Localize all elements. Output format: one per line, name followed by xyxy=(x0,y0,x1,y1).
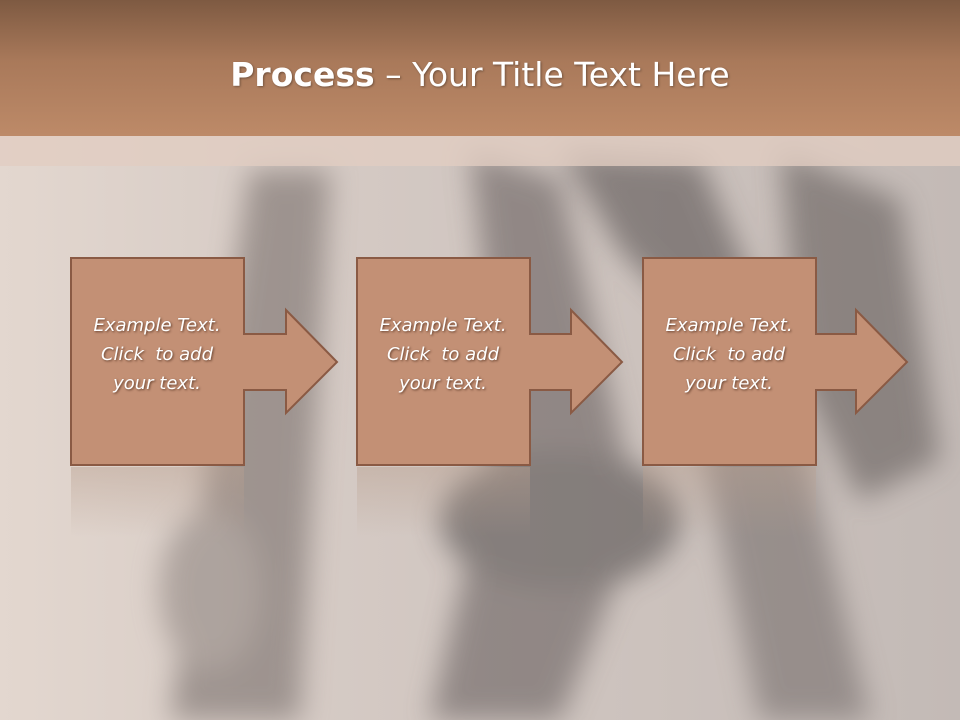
step-shape-3[interactable] xyxy=(642,257,909,466)
step-line: your text. xyxy=(113,373,201,394)
step-reflection-1 xyxy=(71,467,244,537)
step-line: Click to add xyxy=(100,344,213,365)
step-reflection-3 xyxy=(643,467,816,537)
step-line: your text. xyxy=(685,373,773,394)
step-reflection-2 xyxy=(357,467,530,537)
step-line: Click to add xyxy=(386,344,499,365)
title-bold: Process xyxy=(230,55,375,94)
step-shape-1[interactable] xyxy=(70,257,339,466)
step-text-1[interactable]: Example Text. Click to add your text. xyxy=(71,311,243,398)
title-rest: – Your Title Text Here xyxy=(374,55,730,94)
reflections xyxy=(71,467,816,537)
title-bar xyxy=(0,0,960,136)
step-line: Example Text. xyxy=(93,315,221,336)
slide-title[interactable]: Process – Your Title Text Here xyxy=(0,52,960,98)
header-band xyxy=(0,136,960,166)
step-line: your text. xyxy=(399,373,487,394)
step-text-2[interactable]: Example Text. Click to add your text. xyxy=(357,311,529,398)
step-line: Example Text. xyxy=(379,315,507,336)
step-line: Click to add xyxy=(672,344,785,365)
step-shape-2[interactable] xyxy=(356,257,624,466)
step-line: Example Text. xyxy=(665,315,793,336)
step-text-3[interactable]: Example Text. Click to add your text. xyxy=(643,311,815,398)
